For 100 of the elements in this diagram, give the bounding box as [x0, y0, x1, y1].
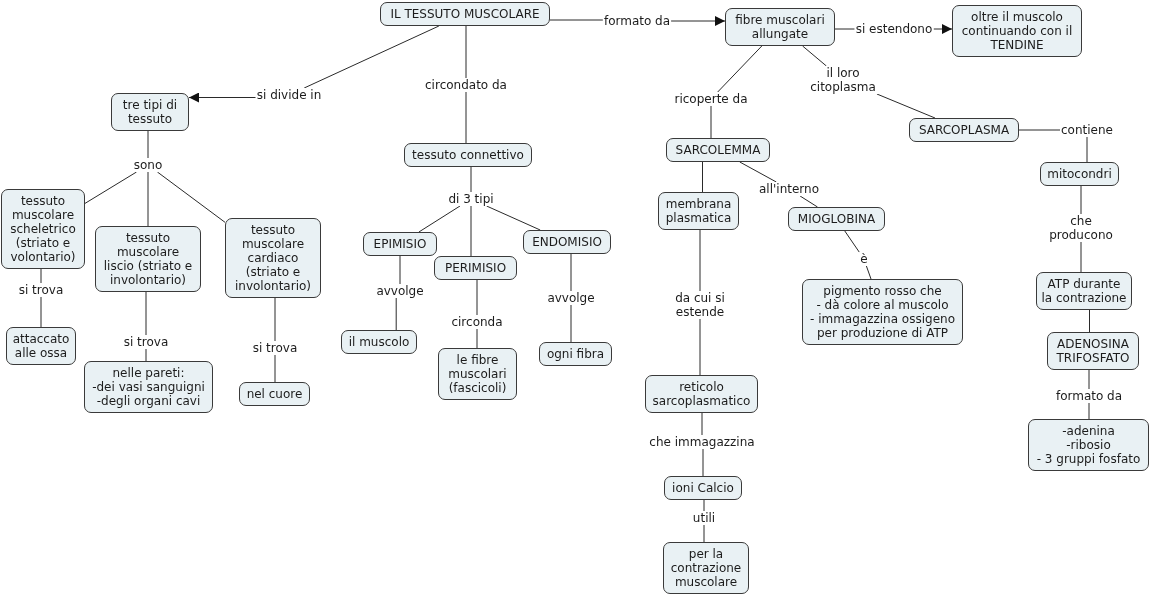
connector-line: [1080, 241, 1082, 273]
connector-line: [570, 253, 572, 292]
linking-phrase: circonda: [450, 315, 504, 329]
concept-box: [1040, 162, 1119, 186]
concept-text: le fibre muscolari (fascicoli): [447, 353, 508, 395]
connector-line: [1088, 402, 1090, 420]
concept-box: [84, 361, 213, 413]
concept-box: [1028, 419, 1149, 471]
linking-phrase: si estendono: [854, 22, 934, 36]
concept-text: -adenina -ribosio - 3 gruppi fosfato: [1035, 424, 1142, 466]
concept-text: il muscolo: [347, 335, 411, 349]
concept-box: [341, 330, 417, 354]
concept-box: [239, 382, 310, 406]
concept-text: ioni Calcio: [671, 481, 735, 495]
connector-line: [465, 25, 467, 79]
concept-text: tessuto muscolare cardiaco (striato e involontario): [234, 223, 312, 293]
connector-line: [486, 205, 541, 231]
concept-text: ENDOMISIO: [531, 235, 603, 249]
concept-box: [363, 232, 437, 256]
concept-text: oltre il muscolo continuando con il TENDINE: [960, 10, 1074, 52]
concept-box: [1047, 332, 1139, 370]
linking-phrase: avvolge: [375, 284, 425, 298]
concept-text: tessuto muscolare scheletrico (striato e volontario): [9, 194, 77, 264]
concept-box: [802, 279, 963, 345]
linking-phrase: si trova: [122, 335, 170, 349]
concept-box: [523, 230, 611, 254]
linking-phrase: è: [859, 252, 869, 266]
connector-line: [703, 524, 705, 543]
concept-text: ogni fibra: [545, 347, 606, 361]
linking-phrase: utili: [691, 511, 717, 525]
concept-text: ATP durante la contrazione: [1041, 277, 1127, 305]
concept-box: [725, 8, 835, 46]
connector-line: [1080, 185, 1082, 215]
concept-box: [225, 218, 321, 298]
connector-line: [303, 25, 440, 89]
arrow: [670, 16, 726, 26]
concept-box: [438, 348, 517, 400]
concept-text: SARCOLEMMA: [674, 143, 762, 157]
connector-line: [145, 291, 147, 336]
linking-phrase: all'interno: [758, 182, 820, 196]
connector-line: [699, 318, 701, 376]
concept-text: attaccato alle ossa: [11, 332, 71, 360]
concept-text: PERIMISIO: [443, 261, 508, 275]
connector-line: [1018, 129, 1061, 131]
connector-line: [274, 354, 276, 383]
concept-text: membrana plasmatica: [664, 197, 733, 225]
concept-text: nel cuore: [245, 387, 304, 401]
concept-box: [539, 342, 612, 366]
connector-line: [84, 171, 137, 204]
connector-line: [470, 205, 472, 257]
concept-box: [111, 93, 189, 131]
connector-line: [147, 130, 149, 159]
concept-text: tre tipi di tessuto: [121, 98, 179, 126]
connector-line: [40, 296, 42, 328]
concept-text: EPIMISIO: [372, 237, 428, 251]
connector-line: [703, 499, 705, 512]
linking-phrase: si trova: [251, 341, 299, 355]
connector-line: [799, 195, 818, 208]
connector-line: [739, 161, 777, 183]
concept-text: mitocondri: [1046, 167, 1113, 181]
linking-phrase: di 3 tipi: [447, 192, 495, 206]
arrow: [188, 92, 257, 103]
concept-box: [645, 375, 758, 413]
concept-text: nelle pareti: -dei vasi sanguigni -degli organi cavi: [91, 366, 206, 408]
concept-text: per la contrazione muscolare: [669, 547, 743, 589]
connector-line: [802, 45, 827, 67]
connector-line: [145, 348, 147, 362]
connector-line: [476, 328, 478, 349]
concept-text: fibre muscolari allungate: [734, 13, 826, 41]
concept-text: SARCOPLASMA: [917, 123, 1011, 137]
linking-phrase: ricoperte da: [673, 92, 749, 106]
linking-phrase: si divide in: [255, 88, 323, 102]
connector-line: [156, 171, 226, 223]
concept-box: [404, 143, 532, 167]
linking-phrase: che immagazzina: [648, 435, 756, 449]
connector-line: [476, 279, 478, 316]
concept-text: reticolo sarcoplasmatico: [651, 380, 752, 408]
connector-line: [834, 28, 856, 30]
connector-line: [549, 19, 604, 21]
concept-box: [380, 2, 550, 26]
concept-box: [658, 192, 739, 230]
connector-line: [399, 255, 401, 285]
connector-line: [844, 230, 860, 253]
connector-line: [701, 412, 703, 436]
linking-phrase: contiene: [1060, 123, 1114, 137]
concept-text: pigmento rosso che - dà colore al muscolo - immagazzina ossigeno per produzione di ATP: [809, 284, 956, 340]
concept-text: tessuto muscolare liscio (striato e involontario): [102, 231, 194, 287]
linking-phrase: circondato da: [424, 78, 508, 92]
connector-line: [876, 93, 936, 119]
connector-line: [395, 297, 397, 331]
concept-text: tessuto connettivo: [411, 148, 525, 162]
concept-text: ADENOSINA TRIFOSFATO: [1055, 337, 1131, 365]
connector-line: [1089, 309, 1090, 333]
concept-text: MIOGLOBINA: [796, 212, 877, 226]
connector-line: [717, 45, 763, 93]
connector-line: [702, 161, 703, 193]
concept-box: [664, 476, 742, 500]
concept-box: [666, 138, 770, 162]
concept-box: [788, 207, 885, 231]
connector-line: [418, 205, 461, 233]
